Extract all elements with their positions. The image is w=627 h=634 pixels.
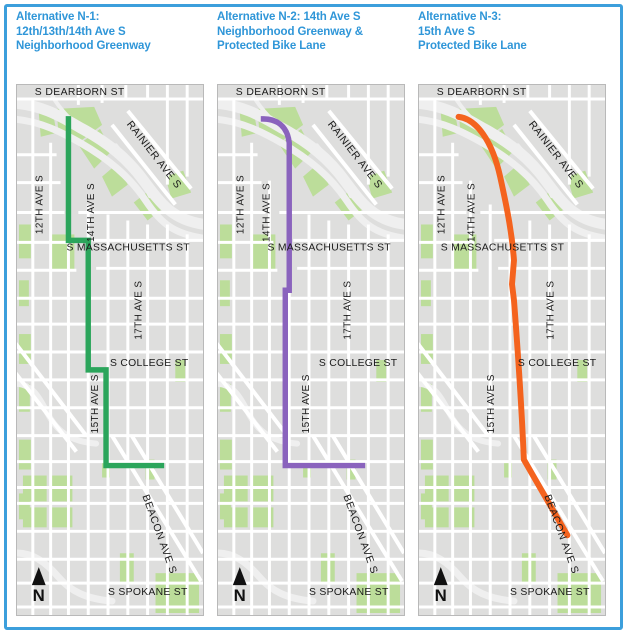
alternative-panel-n3: Alternative N-3: 15th Ave S Protected Bi… — [414, 10, 609, 624]
panel-title-line: Alternative N-2: 14th Ave S — [217, 11, 361, 23]
label-s-dearborn-st: S DEARBORN ST — [236, 87, 326, 98]
label-15th-ave-s: 15TH AVE S — [301, 374, 312, 433]
label-s-dearborn-st: S DEARBORN ST — [35, 87, 125, 98]
label-15th-ave-s: 15TH AVE S — [90, 374, 101, 433]
label-17th-ave-s: 17TH AVE S — [343, 281, 354, 340]
route-line-n2 — [260, 116, 366, 469]
panel-title-line: Neighborhood Greenway & — [217, 25, 363, 38]
label-s-dearborn-st: S DEARBORN ST — [437, 87, 527, 98]
map-canvas-n2: S DEARBORN ST 12TH AVE S 14TH AVE S RAIN… — [218, 85, 404, 615]
label-s-spokane-st: S SPOKANE ST — [510, 587, 590, 598]
label-17th-ave-s: 17TH AVE S — [134, 281, 145, 340]
label-s-massachusetts-st: S MASSACHUSETTS ST — [267, 242, 391, 253]
label-12th-ave-s: 12TH AVE S — [35, 175, 46, 234]
panel-title-line: 15th Ave S — [418, 25, 475, 38]
label-14th-ave-s: 14TH AVE S — [86, 183, 97, 242]
label-14th-ave-s: 14TH AVE S — [466, 183, 477, 242]
label-s-college-st: S COLLEGE ST — [319, 358, 398, 369]
label-12th-ave-s: 12TH AVE S — [437, 175, 448, 234]
panel-title-line: Alternative N-1: — [16, 11, 100, 23]
label-s-massachusetts-st: S MASSACHUSETTS ST — [441, 242, 565, 253]
label-12th-ave-s: 12TH AVE S — [236, 175, 247, 234]
panel-title-line: Protected Bike Lane — [418, 40, 527, 52]
alternative-n1-map[interactable]: N S DEARBORN ST 12TH AVE S 14TH AVE S RA… — [16, 84, 204, 616]
label-s-massachusetts-st: S MASSACHUSETTS ST — [66, 242, 190, 253]
panel-title-line: Neighborhood Greenway — [16, 40, 151, 52]
panel-title-line: Alternative N-3: — [418, 11, 502, 23]
panel-title-n1: Alternative N-1: 12th/13th/14th Ave S Ne… — [16, 10, 207, 62]
label-s-college-st: S COLLEGE ST — [518, 358, 597, 369]
label-15th-ave-s: 15TH AVE S — [486, 374, 497, 433]
route-line-n1 — [65, 116, 165, 469]
panel-title-n3: Alternative N-3: 15th Ave S Protected Bi… — [418, 10, 609, 62]
label-17th-ave-s: 17TH AVE S — [546, 281, 557, 340]
map-canvas-n3: S DEARBORN ST 12TH AVE S 14TH AVE S RAIN… — [419, 85, 605, 615]
panel-title-n2: Alternative N-2: 14th Ave S Neighborhood… — [217, 10, 408, 62]
label-s-spokane-st: S SPOKANE ST — [108, 587, 188, 598]
panel-title-line: 12th/13th/14th Ave S — [16, 25, 126, 38]
panel-title-line: Protected Bike Lane — [217, 40, 326, 52]
label-s-college-st: S COLLEGE ST — [110, 358, 189, 369]
alternative-panel-n2: Alternative N-2: 14th Ave S Neighborhood… — [213, 10, 408, 624]
map-canvas-n1: N S DEARBORN ST 12TH AVE S 14TH AVE S RA… — [17, 85, 203, 615]
alternative-n3-map[interactable]: S DEARBORN ST 12TH AVE S 14TH AVE S RAIN… — [418, 84, 606, 616]
route-line-n3 — [455, 113, 571, 539]
alternative-n2-map[interactable]: S DEARBORN ST 12TH AVE S 14TH AVE S RAIN… — [217, 84, 405, 616]
label-s-spokane-st: S SPOKANE ST — [309, 587, 389, 598]
label-14th-ave-s: 14TH AVE S — [261, 183, 272, 242]
alternative-panel-n1: Alternative N-1: 12th/13th/14th Ave S Ne… — [12, 10, 207, 624]
